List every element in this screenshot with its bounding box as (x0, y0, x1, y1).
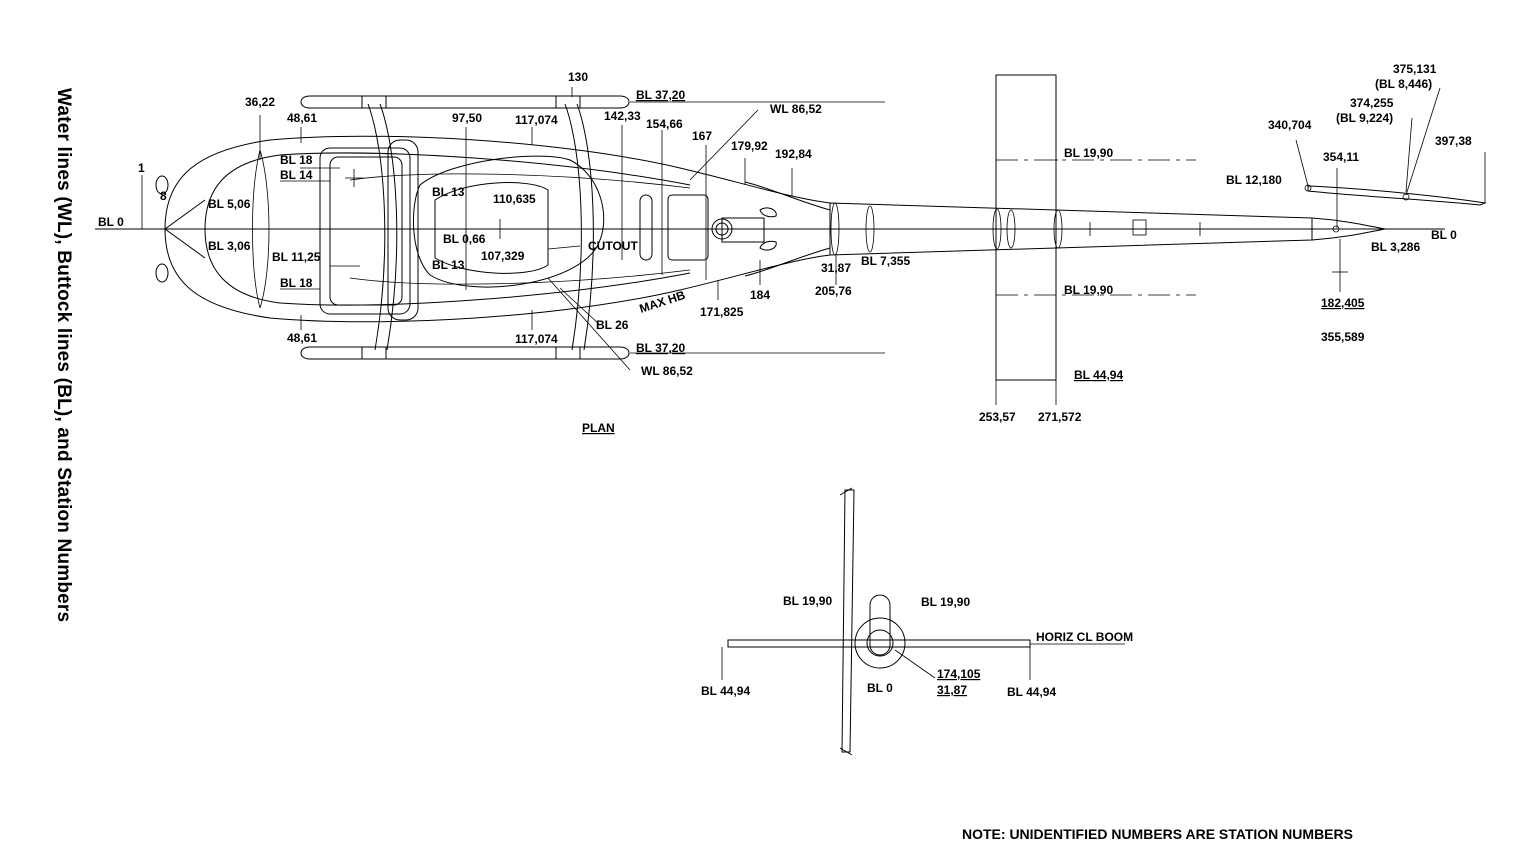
dimension-label: 36,22 (245, 95, 275, 109)
dimension-label: 174,105 (937, 667, 981, 681)
footer-note: NOTE: UNIDENTIFIED NUMBERS ARE STATION N… (962, 826, 1353, 842)
dimension-label: HORIZ CL BOOM (1036, 630, 1133, 644)
dimension-label: 184 (750, 288, 770, 302)
dimension-label: BL 13 (432, 185, 465, 199)
dimension-label: 48,61 (287, 111, 317, 125)
dimension-label: 154,66 (646, 117, 683, 131)
dimension-label: 117,074 (515, 113, 558, 127)
dimension-label: BL 14 (280, 168, 313, 182)
dimension-label: CUTOUT (588, 239, 638, 253)
dimension-label: 205,76 (815, 284, 852, 298)
dimension-label: 48,61 (287, 331, 317, 345)
dimension-label: 375,131 (1393, 62, 1437, 76)
dimension-label: 182,405 (1321, 296, 1365, 310)
dimension-label: 179,92 (731, 139, 768, 153)
dimension-label: (BL 8,446) (1375, 77, 1432, 91)
dimension-label: 355,589 (1321, 330, 1365, 344)
plan-view-title: PLAN (582, 421, 615, 435)
dimension-label: 1 (138, 161, 145, 175)
dimension-label: BL 37,20 (636, 88, 685, 102)
dimension-label: 31,87 (821, 261, 851, 275)
dimension-label: MAX HB (638, 288, 688, 316)
dimension-label: BL 19,90 (1064, 283, 1113, 297)
dimension-label: BL 11,25 (272, 250, 321, 264)
dimension-label: BL 13 (432, 258, 465, 272)
dimension-label: 31,87 (937, 683, 967, 697)
dimension-label: 253,57 (979, 410, 1016, 424)
dimension-label: 397,38 (1435, 134, 1472, 148)
dimension-label: 167 (692, 129, 712, 143)
dimension-label: BL 44,94 (701, 684, 750, 698)
dimension-label: BL 19,90 (921, 595, 970, 609)
dimension-label: 192,84 (775, 147, 812, 161)
dimension-label: 171,825 (700, 305, 744, 319)
dimension-label: 97,50 (452, 111, 482, 125)
dimension-label: BL 0 (1431, 228, 1457, 242)
dimension-label: (BL 9,224) (1336, 111, 1393, 125)
dimension-label: BL 0 (867, 681, 893, 695)
dimension-label: BL 19,90 (783, 594, 832, 608)
dimension-label: BL 12,180 (1226, 173, 1282, 187)
dimension-label: BL 44,94 (1007, 685, 1056, 699)
plan-view-outline (95, 74, 1487, 405)
side-title: Water lines (WL), Buttock lines (BL), an… (53, 88, 74, 623)
dimension-label: BL 3,286 (1371, 240, 1420, 254)
dimension-label: BL 0,66 (443, 232, 486, 246)
dimension-label: BL 7,355 (861, 254, 910, 268)
dimension-label: BL 3,06 (208, 239, 251, 253)
dimension-label: 107,329 (481, 249, 525, 263)
dimension-label: 8 (160, 189, 167, 203)
dimension-label: BL 0 (98, 215, 124, 229)
section-view-outline (721, 487, 1125, 756)
dimension-label: 374,255 (1350, 96, 1394, 110)
dimension-label: BL 18 (280, 153, 313, 167)
dimension-label: BL 44,94 (1074, 368, 1123, 382)
dimension-label: WL 86,52 (770, 102, 822, 116)
dimension-label: 354,11 (1323, 150, 1359, 164)
dimension-label: BL 19,90 (1064, 146, 1113, 160)
dimension-label: 340,704 (1268, 118, 1312, 132)
dimension-label: BL 37,20 (636, 341, 685, 355)
dimension-label: 117,074 (515, 332, 558, 346)
dimension-label: WL 86,52 (641, 364, 693, 378)
dimension-label: 110,635 (493, 192, 536, 206)
dimension-label: 271,572 (1038, 410, 1082, 424)
dimension-label: 142,33 (604, 109, 641, 123)
dimension-label: BL 18 (280, 276, 313, 290)
dimension-label: 130 (568, 70, 588, 84)
dimension-label: BL 5,06 (208, 197, 251, 211)
dimension-label: BL 26 (596, 318, 629, 332)
dimension-labels: 130 BL 37,20 36,22 48,61 97,50 117,074 142,33 1… (98, 62, 1472, 699)
